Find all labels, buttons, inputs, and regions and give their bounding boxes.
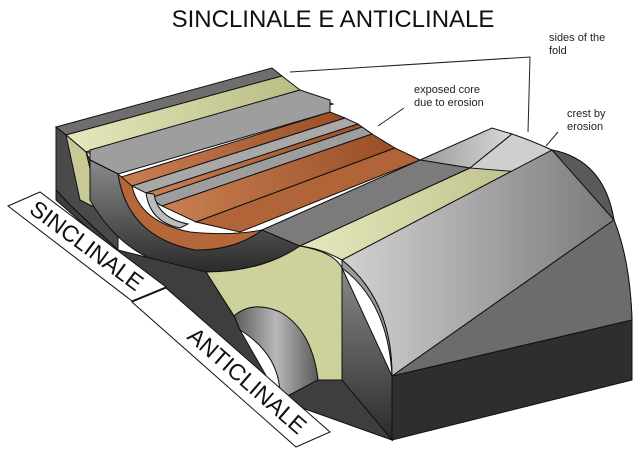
diagram-title: SINCLINALE E ANTICLINALE [172,6,495,33]
anticline-block-curve [341,258,393,377]
crest-leader [545,131,559,147]
anticline-band [131,287,331,448]
core-label-line1: exposed core [414,84,480,96]
sides-leader [289,56,531,133]
core-leader [377,107,405,127]
sides-label-line2: fold [549,45,567,57]
anticline-front-arch [233,306,319,401]
crest-label-line1: crest by [567,108,606,120]
syncline-inner-hook [145,192,190,229]
anticline-block-right-top [391,219,633,377]
sides-label-line1: sides of the [549,32,605,44]
syncline-band [7,191,168,302]
crest-label-line2: erosion [567,121,603,133]
core-label-line2: due to erosion [414,97,484,109]
